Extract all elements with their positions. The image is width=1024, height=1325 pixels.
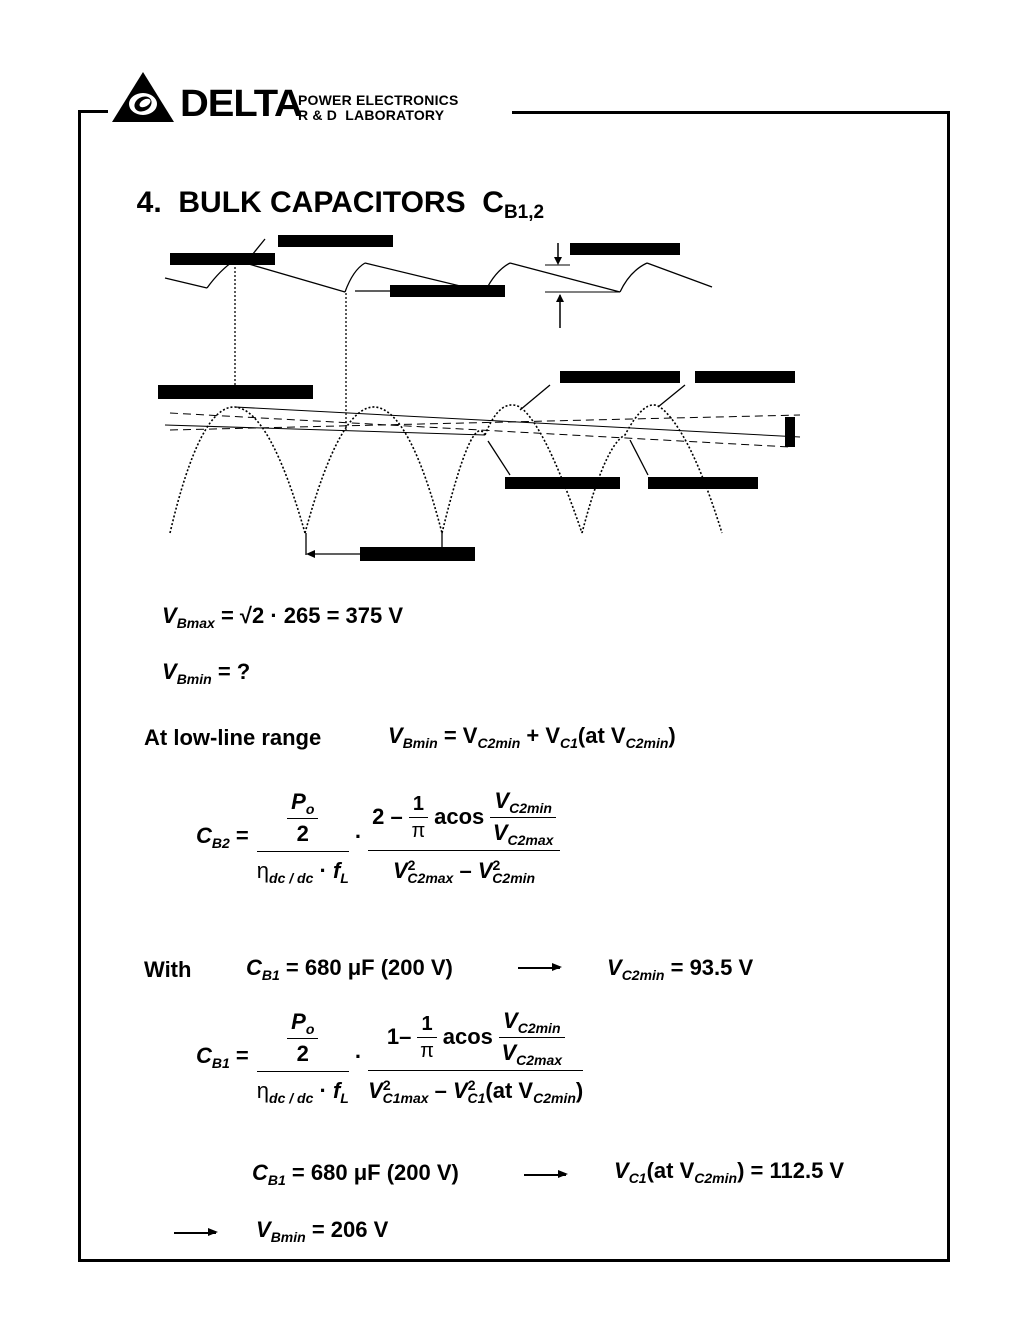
eq-vbmin-final: VBmin = 206 V bbox=[256, 1217, 389, 1245]
eq-vbmin-unknown: VBmin = ? bbox=[162, 659, 251, 687]
frame-top-right bbox=[512, 111, 950, 114]
eq-vc1-result: VC1(at VC2min) = 112.5 V bbox=[614, 1158, 845, 1186]
lab-name-line1: POWER ELECTRONICS bbox=[298, 92, 459, 108]
arrow-right-icon bbox=[524, 1171, 568, 1177]
rectified-sine-waveform bbox=[169, 404, 723, 534]
arrow-right-icon bbox=[518, 964, 562, 970]
eq-vbmax: VBmax = √2 · 265 = 375 V bbox=[162, 603, 404, 631]
eq-vc2min-result: VC2min = 93.5 V bbox=[607, 955, 754, 983]
page-title: 4. BULK CAPACITORS CB1,2 bbox=[136, 186, 545, 223]
frame-top-left bbox=[78, 110, 108, 113]
lowline-label: At low-line range bbox=[144, 725, 322, 750]
frame-right bbox=[947, 111, 950, 1262]
with-label: With bbox=[144, 957, 192, 982]
brand-wordmark: DELTA bbox=[180, 83, 303, 125]
frame-left bbox=[78, 110, 81, 1262]
eq-with-cb1: CB1 = 680 μF (200 V) bbox=[246, 955, 453, 983]
arrow-right-icon bbox=[174, 1229, 218, 1235]
lab-name-line2: R & D LABORATORY bbox=[298, 107, 445, 123]
frame-bottom bbox=[78, 1259, 950, 1262]
delta-logo-icon bbox=[112, 72, 174, 122]
eq-cb1-value: CB1 = 680 μF (200 V) bbox=[252, 1160, 459, 1188]
eq-lowline: VBmin = VC2min + VC1(at VC2min) bbox=[388, 723, 676, 751]
bulk-voltage-waveform-diagram bbox=[158, 235, 801, 561]
